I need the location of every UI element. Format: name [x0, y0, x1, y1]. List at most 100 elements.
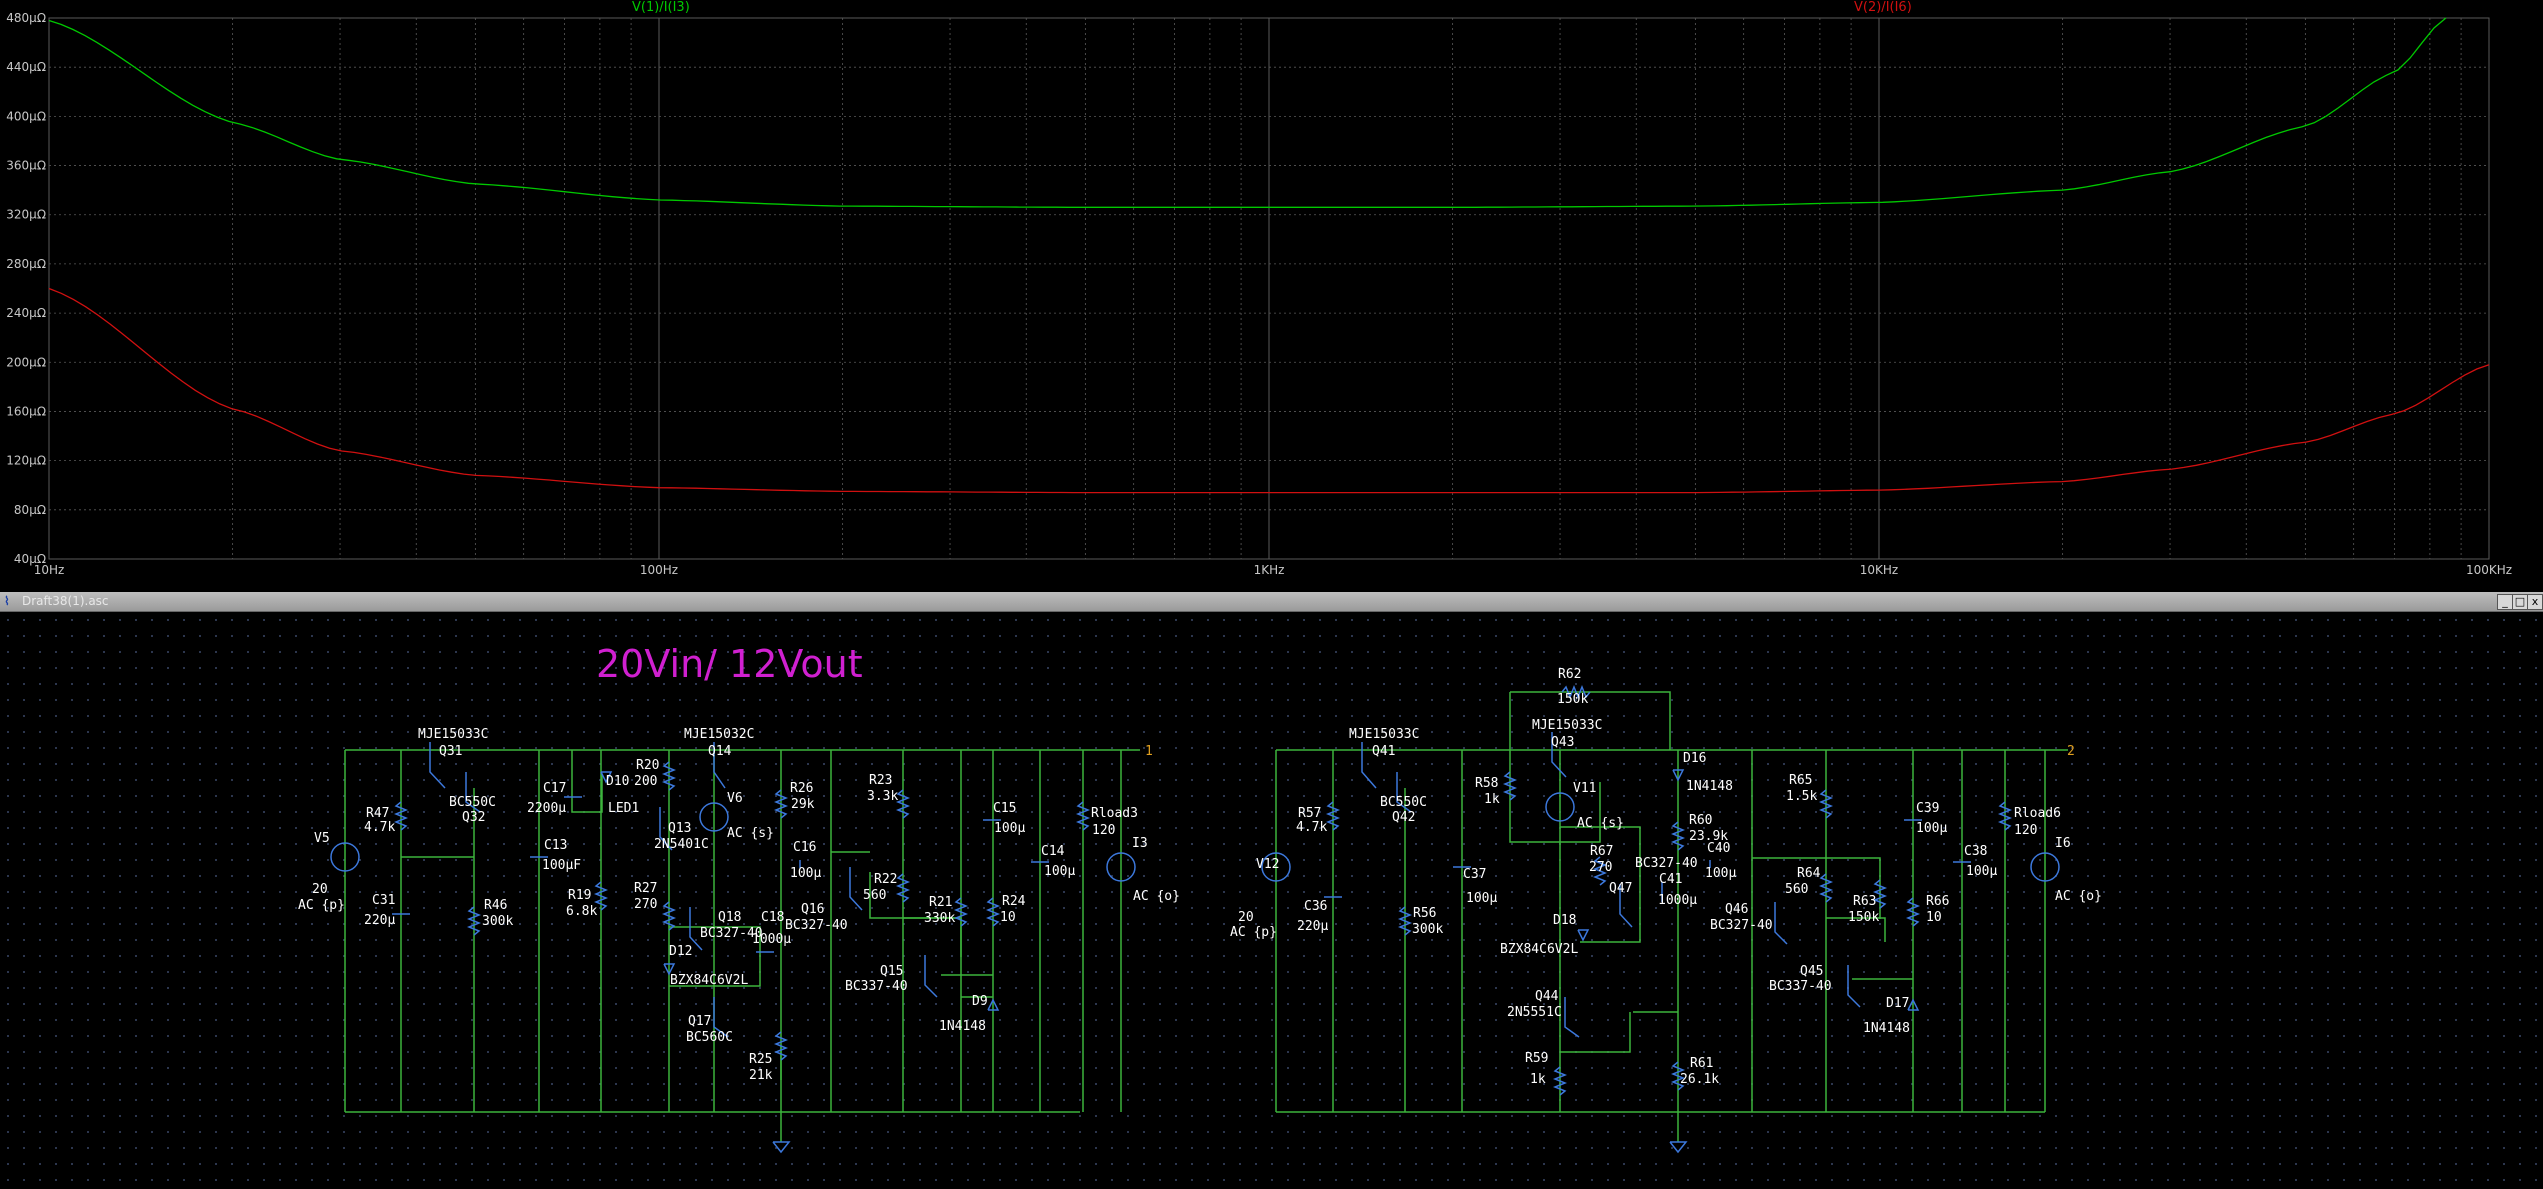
component-label-q31[interactable]: Q31	[439, 744, 462, 759]
component-label-c31[interactable]: C31	[372, 893, 395, 908]
component-label-r65[interactable]: R65	[1789, 773, 1812, 788]
component-label-r19v[interactable]: 6.8k	[566, 904, 597, 919]
component-label-r60v[interactable]: 23.9k	[1689, 829, 1728, 844]
component-label-r58[interactable]: R58	[1475, 776, 1498, 791]
component-label-c18[interactable]: C18	[761, 910, 784, 925]
component-label-v11ac[interactable]: AC {s}	[1577, 816, 1624, 831]
trace-v1-i3[interactable]	[48, 17, 2447, 208]
component-label-r61[interactable]: R61	[1690, 1056, 1713, 1071]
component-label-v12v[interactable]: 20	[1238, 910, 1254, 925]
component-label-r65v[interactable]: 1.5k	[1786, 789, 1817, 804]
component-label-i3ac[interactable]: AC {o}	[1133, 889, 1180, 904]
component-label-c41v[interactable]: 1000µ	[1658, 893, 1697, 908]
component-label-c16[interactable]: C16	[793, 840, 816, 855]
component-label-r46[interactable]: R46	[484, 898, 507, 913]
component-label-c39v[interactable]: 100µ	[1916, 821, 1947, 836]
component-label-c38v[interactable]: 100µ	[1966, 864, 1997, 879]
component-label-d17[interactable]: D17	[1886, 996, 1909, 1011]
component-label-r24v[interactable]: 10	[1000, 910, 1016, 925]
component-label-r23v[interactable]: 3.3k	[867, 789, 898, 804]
component-label-c41[interactable]: C41	[1659, 872, 1682, 887]
component-label-d9[interactable]: D9	[972, 994, 988, 1009]
component-label-d12[interactable]: D12	[669, 944, 692, 959]
component-label-rload3v[interactable]: 120	[1092, 823, 1115, 838]
trace1-title[interactable]: V(1)/I(I3)	[632, 0, 690, 15]
component-label-r20[interactable]: R20	[636, 758, 659, 773]
component-label-mje15033c-3[interactable]: MJE15033C	[1532, 718, 1602, 733]
component-label-r57v[interactable]: 4.7k	[1296, 820, 1327, 835]
component-label-r62[interactable]: R62	[1558, 667, 1581, 682]
component-label-r46v[interactable]: 300k	[482, 914, 513, 929]
component-label-q13t[interactable]: 2N5401C	[654, 837, 709, 852]
component-label-r57[interactable]: R57	[1298, 806, 1321, 821]
trace-v2-i6[interactable]	[48, 287, 2490, 494]
component-label-r58v[interactable]: 1k	[1484, 792, 1500, 807]
component-label-v5ac[interactable]: AC {p}	[298, 898, 345, 913]
component-label-mje15032c[interactable]: MJE15032C	[684, 727, 754, 742]
component-label-v5v[interactable]: 20	[312, 882, 328, 897]
component-label-i3[interactable]: I3	[1132, 836, 1148, 851]
component-label-r26v[interactable]: 29k	[791, 797, 815, 812]
component-label-rload6[interactable]: Rload6	[2014, 806, 2061, 821]
component-label-r64[interactable]: R64	[1797, 866, 1821, 881]
component-label-q47t[interactable]: BC327-40	[1635, 856, 1698, 871]
component-label-r47v[interactable]: 4.7k	[364, 820, 395, 835]
component-label-r63[interactable]: R63	[1853, 894, 1876, 909]
component-label-d16t[interactable]: 1N4148	[1686, 779, 1733, 794]
minimize-button[interactable]: _	[2497, 594, 2513, 610]
component-label-q44t[interactable]: 2N5551C	[1507, 1005, 1562, 1020]
component-label-rload3[interactable]: Rload3	[1091, 806, 1138, 821]
component-label-bc550c-1[interactable]: BC550C	[449, 795, 496, 810]
component-label-q46[interactable]: Q46	[1725, 902, 1748, 917]
component-label-r60[interactable]: R60	[1689, 813, 1712, 828]
component-label-q47[interactable]: Q47	[1609, 881, 1632, 896]
component-label-r66[interactable]: R66	[1926, 894, 1949, 909]
component-label-d17t[interactable]: 1N4148	[1863, 1021, 1910, 1036]
component-label-v6[interactable]: V6	[727, 791, 743, 806]
component-label-r21v[interactable]: 330k	[924, 911, 955, 926]
component-label-c15[interactable]: C15	[993, 801, 1016, 816]
component-label-r27v[interactable]: 270	[634, 897, 657, 912]
net-label-1[interactable]: 1	[1145, 744, 1153, 759]
net-label-2[interactable]: 2	[2067, 744, 2075, 759]
component-label-d18[interactable]: D18	[1553, 913, 1576, 928]
component-label-r56v[interactable]: 300k	[1412, 922, 1443, 937]
component-label-r47[interactable]: R47	[366, 806, 389, 821]
impedance-chart[interactable]: 480µΩ440µΩ400µΩ360µΩ320µΩ280µΩ240µΩ200µΩ…	[0, 0, 2543, 586]
component-label-r66v[interactable]: 10	[1926, 910, 1942, 925]
component-label-r59v[interactable]: 1k	[1530, 1072, 1546, 1087]
component-label-c14[interactable]: C14	[1041, 844, 1065, 859]
component-label-r20v[interactable]: 200	[634, 774, 657, 789]
component-label-r22v[interactable]: 560	[863, 888, 886, 903]
component-label-c37v[interactable]: 100µ	[1466, 891, 1497, 906]
component-label-r27[interactable]: R27	[634, 881, 657, 896]
component-label-c13[interactable]: C13	[544, 838, 567, 853]
schematic-window[interactable]: ⌇ Draft38(1).asc _ □ x	[0, 592, 2543, 1189]
component-label-q14[interactable]: Q14	[708, 744, 732, 759]
component-label-q44[interactable]: Q44	[1535, 989, 1559, 1004]
component-label-q17t[interactable]: BC560C	[686, 1030, 733, 1045]
schematic-heading-text[interactable]: 20Vin/ 12Vout	[596, 642, 863, 686]
component-label-c36[interactable]: C36	[1304, 899, 1327, 914]
component-label-q13[interactable]: Q13	[668, 821, 691, 836]
component-label-c16v[interactable]: 100µ	[790, 866, 821, 881]
component-label-d9t[interactable]: 1N4148	[939, 1019, 986, 1034]
component-label-v11[interactable]: V11	[1573, 781, 1596, 796]
window-titlebar[interactable]: ⌇ Draft38(1).asc _ □ x	[0, 592, 2543, 612]
component-label-r24[interactable]: R24	[1002, 894, 1026, 909]
component-label-c36v[interactable]: 220µ	[1297, 919, 1328, 934]
component-label-q45t[interactable]: BC337-40	[1769, 979, 1832, 994]
component-label-r59[interactable]: R59	[1525, 1051, 1548, 1066]
component-label-q15[interactable]: Q15	[880, 964, 903, 979]
component-label-r21[interactable]: R21	[929, 895, 952, 910]
component-label-r56[interactable]: R56	[1413, 906, 1436, 921]
component-label-v5[interactable]: V5	[314, 831, 330, 846]
component-label-r23[interactable]: R23	[869, 773, 892, 788]
component-label-c14v[interactable]: 100µ	[1044, 864, 1075, 879]
component-label-q41[interactable]: Q41	[1372, 744, 1395, 759]
component-label-q43[interactable]: Q43	[1551, 735, 1574, 750]
component-label-c31v[interactable]: 220µ	[364, 913, 395, 928]
component-label-c13v[interactable]: 100µF	[542, 858, 581, 873]
